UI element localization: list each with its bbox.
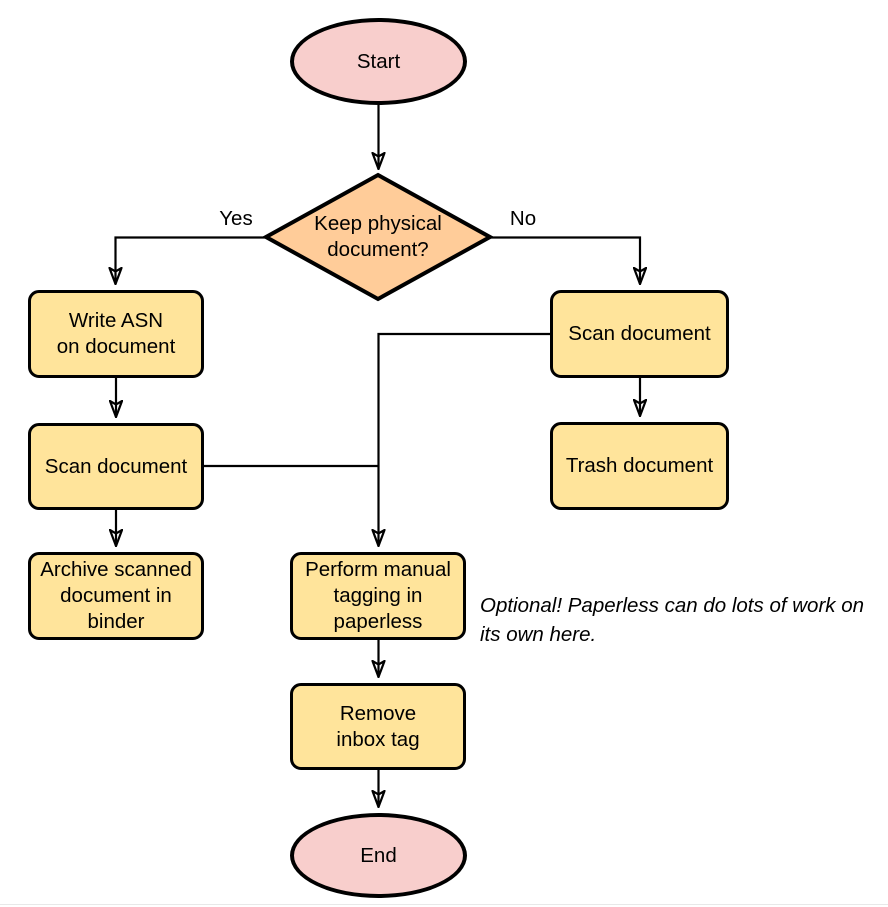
node-decision-label: Keep physical document?	[314, 212, 442, 261]
node-scan-document-right: Scan document	[550, 290, 729, 378]
optional-note: Optional! Paperless can do lots of work …	[480, 594, 865, 646]
decision-diamond-shape	[263, 172, 493, 302]
edge-decision-yes-to-write-asn	[116, 236, 265, 285]
node-scan-document-left: Scan document	[28, 423, 204, 510]
node-scan-document-left-label: Scan document	[44, 454, 188, 478]
node-archive-binder: Archive scanned document in binder	[28, 552, 204, 640]
edge-decision-no-to-scan-right	[490, 236, 640, 285]
node-end-label: End	[360, 843, 397, 867]
edge-label-yes: Yes	[219, 207, 253, 230]
node-start-label: Start	[356, 49, 401, 73]
node-remove-inbox-tag: Remove inbox tag	[290, 683, 466, 770]
node-archive-binder-label: Archive scanned document in binder	[40, 558, 192, 633]
node-scan-document-right-label: Scan document	[568, 322, 711, 346]
node-manual-tagging-label: Perform manual tagging in paperless	[305, 558, 451, 633]
node-manual-tagging: Perform manual tagging in paperless	[290, 552, 466, 640]
node-trash-document-label: Trash document	[565, 454, 714, 478]
node-remove-inbox-tag-label: Remove inbox tag	[336, 701, 420, 751]
node-write-asn: Write ASN on document	[28, 290, 204, 378]
edge-label-no: No	[509, 207, 537, 230]
node-start: Start	[290, 18, 467, 105]
node-write-asn-label: Write ASN on document	[56, 309, 176, 358]
edge-scan-right-to-tagging	[379, 332, 550, 546]
bottom-hairline	[0, 904, 888, 905]
node-decision: Keep physical document?	[263, 172, 493, 302]
node-trash-document: Trash document	[550, 422, 729, 510]
node-end: End	[290, 813, 467, 898]
